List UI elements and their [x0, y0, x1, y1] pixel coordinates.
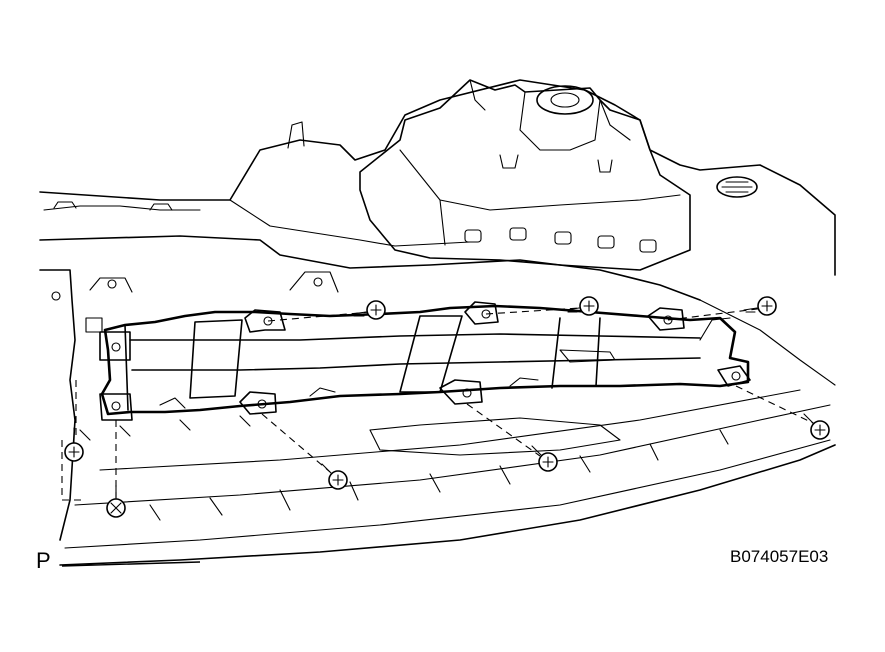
screw-left-2 [106, 484, 126, 518]
screw-bottom-2 [531, 445, 558, 472]
center-console-housing [359, 79, 691, 271]
screw-top-3 [743, 296, 777, 316]
marker-underline [61, 561, 201, 567]
left-side-panel [39, 269, 339, 541]
air-vent [716, 176, 758, 198]
reinforcement-bracket [99, 301, 751, 421]
screw-left-1 [64, 427, 84, 462]
upper-panel-outline [39, 79, 836, 386]
screw-bottom-3 [803, 413, 830, 440]
screw-bottom-1 [321, 463, 348, 490]
figure-code: B074057E03 [730, 547, 829, 566]
screw-top-1 [351, 300, 386, 320]
view-marker-label: P [36, 548, 51, 573]
lower-dash-panel [59, 389, 836, 566]
screw-top-2 [565, 296, 599, 316]
